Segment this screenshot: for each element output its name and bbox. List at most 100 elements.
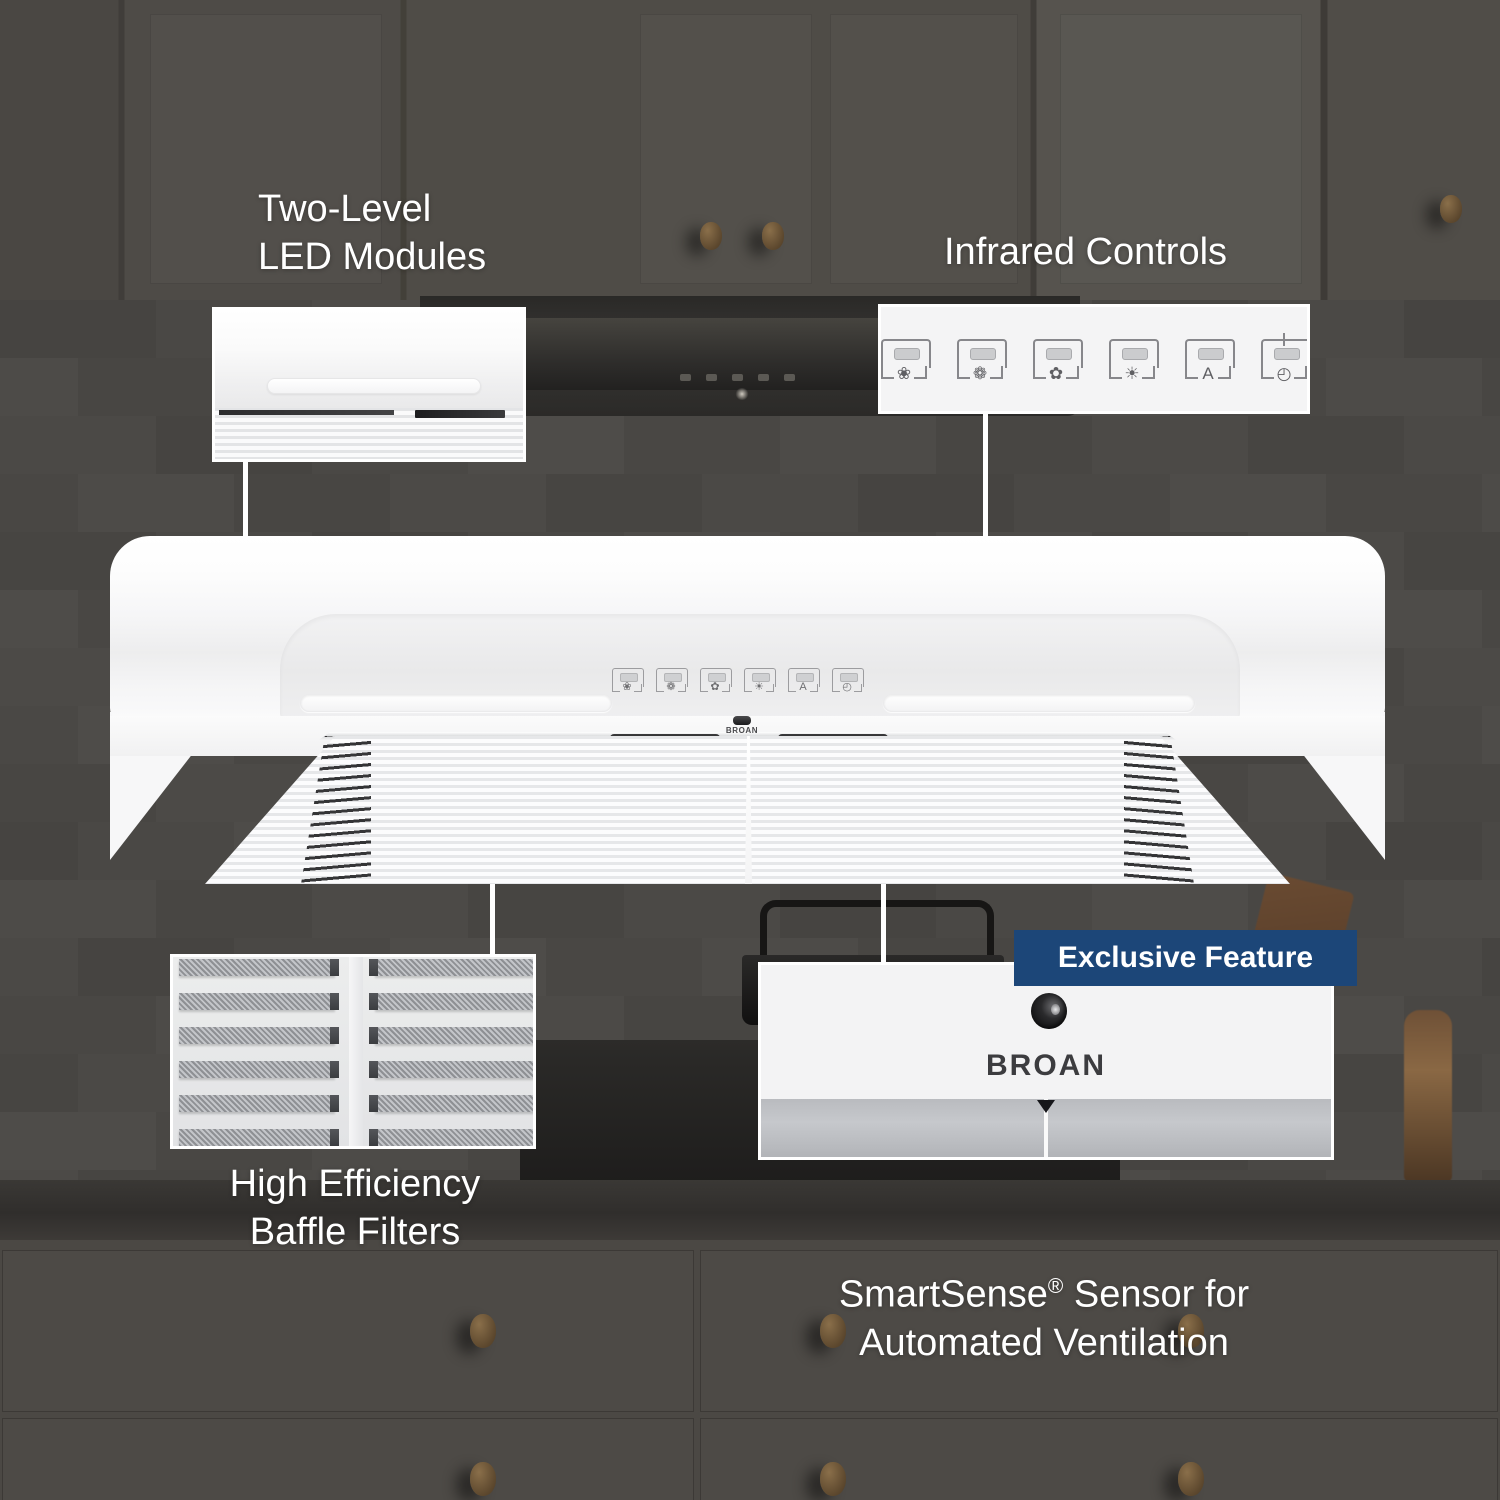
fan-speed-2-button[interactable]: ❁	[957, 339, 1007, 382]
drawer-knob	[820, 1462, 846, 1496]
button-cap-icon	[1109, 339, 1159, 368]
button-foot-left	[656, 684, 664, 692]
baffle-slat	[375, 993, 533, 1010]
baffle-slat	[179, 1129, 335, 1146]
button-foot-right	[1218, 366, 1231, 379]
hood-auto-mode-button[interactable]: A	[788, 668, 820, 693]
backsplash-tile	[0, 880, 158, 940]
button-foot-left	[1185, 366, 1198, 379]
range-hood-product	[110, 536, 1385, 886]
registered-trademark-icon: ®	[1047, 1275, 1064, 1298]
pepper-mill	[1404, 1010, 1452, 1182]
hood-timer-button[interactable]: ◴	[832, 668, 864, 693]
backsplash-tile	[1404, 416, 1500, 476]
led-inset-slot	[415, 410, 505, 418]
backsplash-tile	[1404, 532, 1500, 592]
hood-indicator	[758, 374, 769, 381]
backsplash-tile	[156, 880, 314, 940]
backsplash-tile	[1326, 358, 1484, 418]
button-glyph-icon: ◴	[1276, 364, 1292, 383]
broan-logo: BROAN	[986, 1049, 1106, 1082]
baffle-slat-cap	[330, 993, 339, 1010]
button-foot-left	[1033, 366, 1046, 379]
button-foot-right	[722, 684, 730, 692]
backsplash-tile	[1482, 590, 1500, 650]
hood-fan-speed-3-button[interactable]: ✿	[700, 668, 732, 693]
drawer	[700, 1250, 1498, 1412]
button-foot-right	[914, 366, 927, 379]
button-foot-right	[854, 684, 862, 692]
button-cap-icon	[1185, 339, 1235, 368]
cabinet-knob	[1440, 195, 1462, 223]
button-foot-right	[1066, 366, 1079, 379]
hood-fan-speed-1-button[interactable]: ❀	[612, 668, 644, 693]
button-cap-icon	[744, 668, 776, 687]
hood-led-glow	[735, 388, 749, 400]
baffle-panel-divider	[349, 957, 363, 1146]
hood-control-panel[interactable]: ❀ ❁ ✿ ☀ A ◴	[612, 668, 864, 693]
led-inset-slot	[219, 410, 394, 415]
backsplash-tile	[0, 996, 158, 1056]
label-infrared-controls: Infrared Controls	[944, 231, 1228, 273]
hood-indicator	[732, 374, 743, 381]
backsplash-tile	[1014, 474, 1172, 534]
backsplash-tile	[1482, 1054, 1500, 1114]
cabinet-panel	[640, 14, 812, 284]
cabinet-knob	[762, 222, 784, 250]
drawer-knob	[1178, 1462, 1204, 1496]
baffle-slat	[375, 1095, 533, 1112]
backsplash-tile	[1482, 474, 1500, 534]
button-foot-left	[832, 684, 840, 692]
baffle-slat	[179, 959, 335, 976]
backsplash-tile	[936, 416, 1094, 476]
baffle-slat-cap	[369, 1027, 378, 1044]
smartsense-inset: BROAN	[758, 962, 1334, 1160]
button-glyph-icon: ✿	[1048, 364, 1064, 383]
button-foot-left	[744, 684, 752, 692]
backsplash-tile	[858, 474, 1016, 534]
button-glyph-icon: ☀	[1124, 364, 1140, 383]
hood-light-button[interactable]: ☀	[744, 668, 776, 693]
button-foot-left	[881, 366, 894, 379]
button-foot-right	[810, 684, 818, 692]
backsplash-tile	[0, 1054, 80, 1114]
button-foot-left	[957, 366, 970, 379]
backsplash-tile	[312, 880, 470, 940]
button-cap-icon	[881, 339, 931, 368]
backsplash-tile	[1248, 416, 1406, 476]
led-module-right	[883, 694, 1195, 712]
baffle-panel-right	[363, 957, 533, 1146]
timer-button[interactable]: ◴	[1261, 333, 1307, 383]
hood-fan-speed-2-button[interactable]: ❁	[656, 668, 688, 693]
button-cap-icon	[612, 668, 644, 687]
cabinet-knob	[700, 222, 722, 250]
smartsense-filter-split	[1044, 1099, 1048, 1157]
backsplash-tile	[0, 358, 80, 418]
button-glyph-icon: ❁	[666, 681, 676, 693]
label-two-level-led-modules: Two-Level LED Modules	[258, 188, 487, 278]
fan-speed-3-button[interactable]: ✿	[1033, 339, 1083, 383]
backsplash-tile	[0, 938, 80, 998]
fan-speed-1-button[interactable]: ❀	[881, 339, 931, 382]
drawer	[700, 1418, 1498, 1500]
auto-mode-button[interactable]: A	[1185, 339, 1235, 382]
hood-indicator	[680, 374, 691, 381]
led-module-left	[300, 694, 612, 712]
backsplash-tile	[1092, 416, 1250, 476]
baffle-slat	[375, 1061, 533, 1078]
pan-handle	[760, 900, 994, 967]
backsplash-tile	[78, 358, 236, 418]
backsplash-tile	[0, 706, 80, 766]
exclusive-feature-label: Exclusive Feature	[1057, 941, 1314, 974]
smartsense-sensor-icon	[733, 716, 751, 725]
drawer	[2, 1250, 694, 1412]
backsplash-tile	[1170, 474, 1328, 534]
cabinet-panel	[1060, 14, 1302, 284]
light-button[interactable]: ☀	[1109, 339, 1159, 383]
backsplash-tile	[1404, 880, 1500, 940]
baffle-slat-cap	[330, 1027, 339, 1044]
backsplash-tile	[0, 822, 80, 882]
button-foot-right	[1142, 366, 1155, 379]
drawer-knob	[470, 1314, 496, 1348]
baffle-slat	[179, 1095, 335, 1112]
